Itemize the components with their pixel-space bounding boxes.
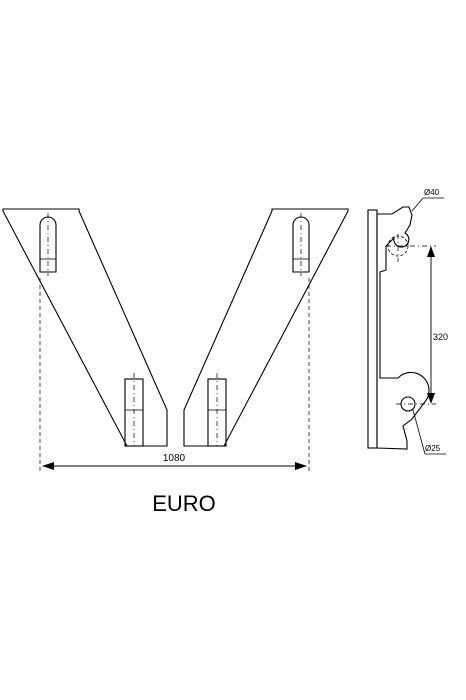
width-arrow-left <box>42 462 54 470</box>
right-upper-slot <box>292 216 310 273</box>
lower-hole-leader <box>412 409 426 455</box>
side-profile <box>367 206 436 450</box>
width-arrow-right <box>295 462 307 470</box>
left-bracket <box>2 208 168 447</box>
height-dimension: 320 <box>427 246 448 404</box>
upper-hole-label: Ø40 <box>424 188 440 197</box>
upper-hole-callout: Ø40 <box>411 188 444 212</box>
height-dimension-label: 320 <box>433 332 448 342</box>
right-bracket-outline <box>183 208 349 447</box>
profile-body-outline <box>376 206 430 450</box>
height-arrow-bottom <box>427 393 435 404</box>
width-dimension-label: 1080 <box>163 453 186 464</box>
upper-hole-leader <box>411 197 424 212</box>
drawing-caption: EURO <box>152 491 216 516</box>
profile-back-plate <box>367 209 378 449</box>
width-dimension: 1080 <box>39 278 310 472</box>
left-upper-slot <box>39 216 57 273</box>
lower-hole-callout: Ø25 <box>412 409 446 455</box>
height-arrow-top <box>427 246 435 257</box>
right-bracket <box>183 208 349 447</box>
left-bracket-outline <box>2 208 168 447</box>
lower-hole-label: Ø25 <box>425 444 441 453</box>
